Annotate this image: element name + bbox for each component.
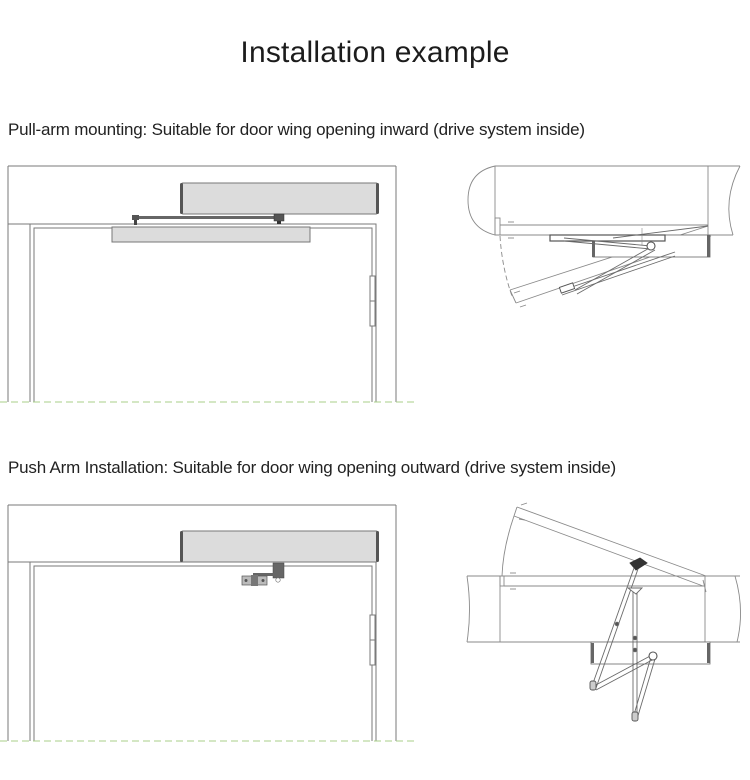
push-arm-caption: Push Arm Installation: Suitable for door…	[8, 458, 616, 477]
pull-arm-plan-operator	[549, 228, 711, 258]
push-arm-operator	[180, 530, 379, 563]
pull-arm-caption: Pull-arm mounting: Suitable for door win…	[8, 120, 585, 139]
push-arm-front-view	[7, 504, 397, 741]
page-title: Installation example	[240, 36, 510, 69]
pull-arm-slide-rail	[111, 226, 311, 243]
pull-arm-plan-linkage	[558, 225, 709, 296]
push-arm-bracket	[241, 562, 285, 586]
push-arm-plan-linkage	[589, 557, 658, 722]
pull-arm-linkage	[132, 213, 285, 225]
push-arm-plan-view	[466, 502, 742, 643]
pull-arm-operator	[180, 182, 379, 215]
